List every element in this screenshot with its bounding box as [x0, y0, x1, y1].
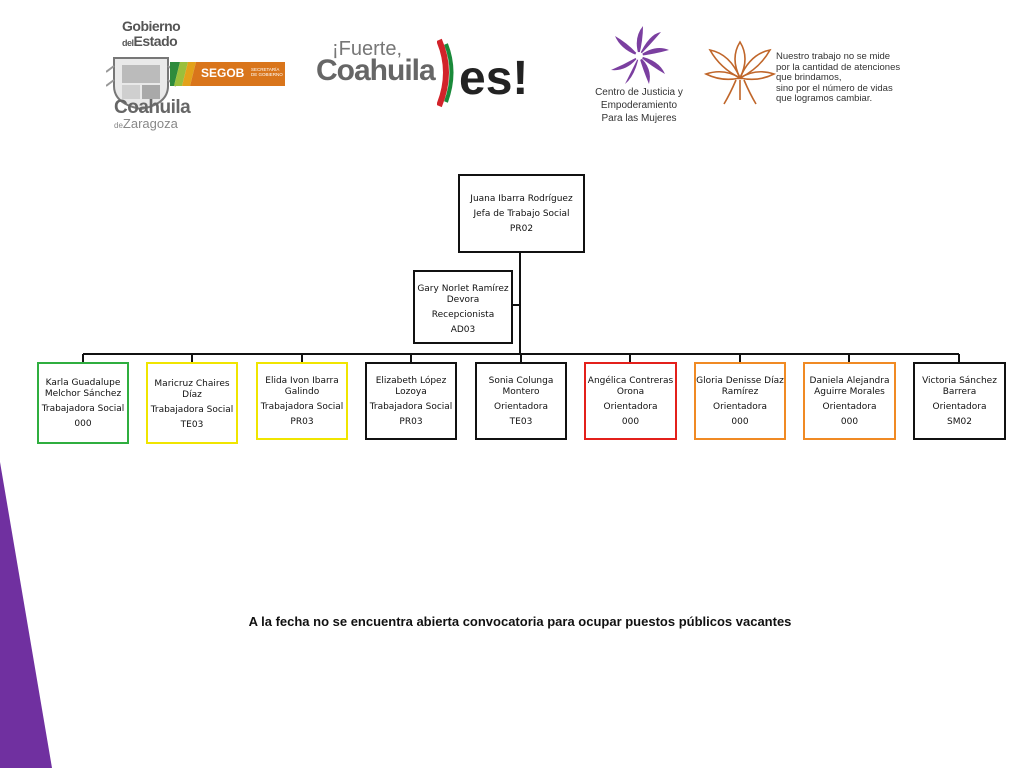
- motto-line5: que logramos cambiar.: [776, 93, 873, 104]
- node-role: Orientadora: [493, 402, 548, 412]
- node-code: 000: [840, 417, 859, 427]
- org-node-staff-9: Victoria Sánchez Barrera Orientadora SM0…: [913, 362, 1006, 440]
- flower-icon: [611, 26, 669, 84]
- segob-stripes-icon: [170, 62, 285, 86]
- node-code: TE03: [509, 417, 533, 427]
- motto-line1: Nuestro trabajo no se mide: [776, 51, 891, 62]
- centro-logo-line1: Centro de Justicia y: [595, 87, 683, 98]
- node-role: Recepcionista: [431, 310, 495, 320]
- fuerte-es-text: es!: [459, 52, 528, 105]
- header-logos: Gobierno delEstado SEGOB SECRETARÍA DE G…: [0, 0, 1024, 140]
- fuerte-es-mark-icon: es!: [437, 38, 528, 108]
- gob-logo-line2-main: Estado: [133, 33, 178, 49]
- org-node-staff-4: Elizabeth López Lozoya Trabajadora Socia…: [365, 362, 457, 440]
- lotus-icon: [703, 40, 777, 105]
- node-code: 000: [74, 419, 92, 429]
- centro-logo-line2: Empoderamiento: [600, 100, 678, 111]
- motto-line2: por la cantidad de atenciones: [776, 61, 901, 73]
- node-role: Orientadora: [932, 402, 987, 412]
- node-code: PR03: [290, 417, 314, 427]
- org-node-staff-5: Sonia Colunga Montero Orientadora TE03: [475, 362, 567, 440]
- fuerte-coahuila-logo: ¡Fuerte, Coahuila es!: [312, 36, 562, 110]
- fuerte-logo-line1: ¡Fuerte,: [332, 38, 403, 60]
- node-role: Orientadora: [603, 402, 658, 412]
- fuerte-logo-line2: Coahuila: [316, 54, 436, 87]
- node-name: Daniela Alejandra Aguirre Morales: [809, 376, 890, 397]
- node-name: Elida Ivon Ibarra Galindo: [265, 376, 339, 397]
- segob-label: SEGOB: [201, 66, 245, 80]
- node-code: AD03: [450, 325, 476, 335]
- node-code: PR02: [509, 224, 534, 234]
- node-role: Trabajadora Social: [369, 402, 453, 412]
- node-role: Trabajadora Social: [41, 404, 125, 414]
- node-role: Trabajadora Social: [150, 405, 234, 415]
- node-name: Gary Norlet Ramírez Devora: [417, 284, 509, 305]
- org-node-staff-7: Gloria Denisse Díaz Ramírez Orientadora …: [694, 362, 786, 440]
- node-role: Orientadora: [822, 402, 877, 412]
- org-node-staff-8: Daniela Alejandra Aguirre Morales Orient…: [803, 362, 896, 440]
- node-code: 000: [621, 417, 640, 427]
- node-name: Gloria Denisse Díaz Ramírez: [696, 376, 784, 397]
- gob-logo-line2: delEstado: [122, 33, 178, 49]
- node-name: Victoria Sánchez Barrera: [922, 376, 997, 397]
- gob-logo-line1: Gobierno: [122, 18, 181, 34]
- org-node-staff-3: Elida Ivon Ibarra Galindo Trabajadora So…: [256, 362, 348, 440]
- org-node-assistant: Gary Norlet Ramírez Devora Recepcionista…: [413, 270, 513, 344]
- node-code: PR03: [399, 417, 423, 427]
- node-name: Maricruz Chaires Díaz: [154, 379, 230, 400]
- node-name: Sonia Colunga Montero: [488, 376, 554, 397]
- gob-logo-de: de: [114, 121, 123, 130]
- node-name: Angélica Contreras Orona: [587, 376, 674, 397]
- vacancy-notice: A la fecha no se encuentra abierta convo…: [248, 614, 792, 629]
- org-node-staff-1: Karla Guadalupe Melchor Sánchez Trabajad…: [37, 362, 129, 444]
- motto-line4: sino por el número de vidas: [776, 82, 893, 94]
- gob-logo-zaragoza-main: Zaragoza: [122, 116, 178, 131]
- motto-text: Nuestro trabajo no se mide por la cantid…: [776, 51, 926, 105]
- node-name: Juana Ibarra Rodríguez: [470, 194, 573, 204]
- gob-logo-coahuila: Coahuila: [114, 97, 191, 118]
- centro-logo-text: Centro de Justicia y Empoderamiento Para…: [584, 86, 694, 125]
- purple-band-shape: [0, 462, 52, 768]
- coat-of-arms-icon: [106, 57, 176, 110]
- centro-justicia-logo: Centro de Justicia y Empoderamiento Para…: [584, 22, 694, 130]
- centro-logo-line3: Para las Mujeres: [601, 113, 677, 124]
- node-code: SM02: [947, 417, 972, 427]
- node-role: Jefa de Trabajo Social: [473, 209, 570, 219]
- org-node-head: Juana Ibarra Rodríguez Jefa de Trabajo S…: [458, 174, 585, 253]
- node-code: TE03: [180, 420, 204, 430]
- org-node-staff-6: Angélica Contreras Orona Orientadora 000: [584, 362, 677, 440]
- node-role: Trabajadora Social: [260, 402, 344, 412]
- gob-logo-line2-small: del: [122, 38, 134, 48]
- gobierno-estado-logo: Gobierno delEstado SEGOB SECRETARÍA DE G…: [100, 14, 290, 132]
- segob-subtitle: SECRETARÍA DE GOBIERNO: [251, 67, 283, 77]
- gob-logo-zaragoza: deZaragoza: [114, 116, 178, 131]
- node-name: Elizabeth López Lozoya: [375, 376, 447, 397]
- org-node-staff-2: Maricruz Chaires Díaz Trabajadora Social…: [146, 362, 238, 444]
- node-name: Karla Guadalupe Melchor Sánchez: [44, 378, 122, 399]
- motto-line3: que brindamos,: [776, 72, 842, 83]
- node-role: Orientadora: [712, 402, 767, 412]
- node-code: 000: [731, 417, 749, 427]
